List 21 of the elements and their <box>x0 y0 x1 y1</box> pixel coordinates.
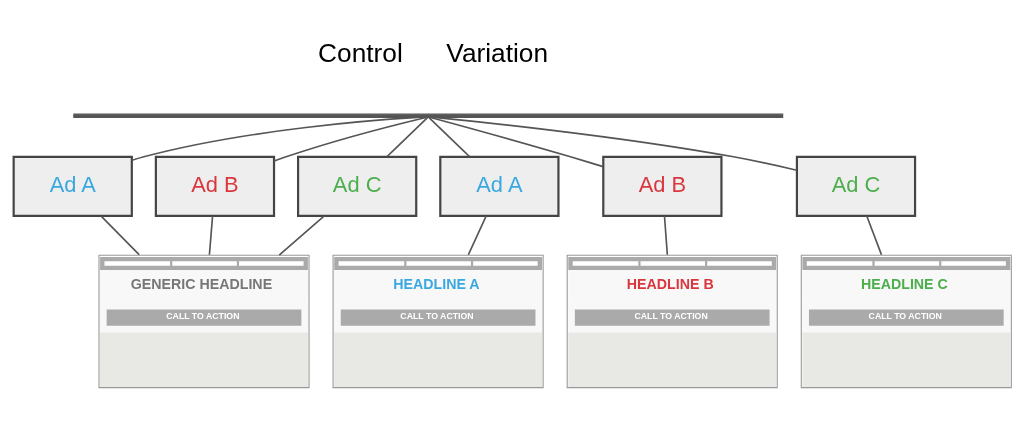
connector <box>432 116 798 171</box>
connector <box>865 214 882 256</box>
connector <box>663 214 668 256</box>
node-box: Ad B <box>601 155 723 217</box>
node-box: Ad C <box>795 155 916 217</box>
label: Variation <box>445 37 548 68</box>
connector <box>99 214 140 256</box>
connector <box>130 116 419 161</box>
node-box: Ad C <box>296 155 417 217</box>
connector <box>427 116 470 157</box>
node-box: Ad A <box>438 155 560 217</box>
connector <box>208 214 213 256</box>
label: Control <box>317 37 403 68</box>
connector <box>429 116 604 167</box>
connector <box>272 116 427 162</box>
connector <box>277 214 325 256</box>
node-box: Ad A <box>12 155 133 217</box>
connector <box>385 116 428 157</box>
node-bar <box>72 113 783 118</box>
node-box: Ad B <box>154 155 275 217</box>
connector <box>467 214 487 256</box>
